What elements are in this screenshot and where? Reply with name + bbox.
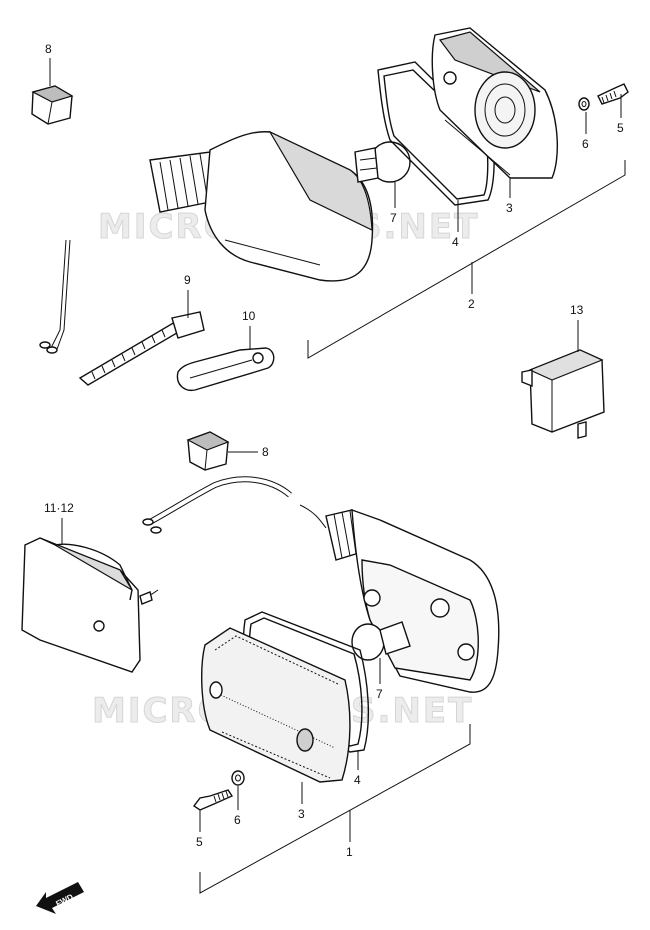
forward-arrow-icon: FWD xyxy=(36,882,84,914)
callout-3-top: 3 xyxy=(506,201,513,215)
callout-1: 1 xyxy=(346,845,353,859)
washer-part-6-bottom xyxy=(231,770,245,786)
callout-4-bottom: 4 xyxy=(354,773,361,787)
screw-part-5-top xyxy=(597,83,629,105)
callout-6-bottom: 6 xyxy=(234,813,241,827)
callout-8-top: 8 xyxy=(45,42,52,56)
callout-13: 13 xyxy=(570,303,584,317)
callout-10: 10 xyxy=(242,309,256,323)
wire-harness-top xyxy=(39,135,151,354)
turn-signal-housing-top xyxy=(149,130,374,282)
screw-part-5-bottom xyxy=(192,789,234,811)
callout-3-bottom: 3 xyxy=(298,807,305,821)
callout-6-top: 6 xyxy=(582,137,589,151)
cable-tie-part-9 xyxy=(78,311,205,386)
nut-part-8-top xyxy=(31,85,74,125)
bulb-part-7-top xyxy=(354,141,411,183)
washer-part-6-top xyxy=(578,97,590,111)
callout-7-bottom: 7 xyxy=(376,687,383,701)
callout-11-12: 11·12 xyxy=(44,501,74,515)
lens-part-3-bottom xyxy=(201,627,351,783)
turn-signal-housing-bottom xyxy=(325,508,500,693)
nut-part-8-bottom xyxy=(186,431,230,471)
leader-lines xyxy=(49,58,626,894)
flasher-relay-part-13 xyxy=(521,349,605,439)
callout-2: 2 xyxy=(468,297,475,311)
callout-4-top: 4 xyxy=(452,235,459,249)
lens-part-3-top xyxy=(431,27,559,179)
bulb-part-7-bottom xyxy=(351,621,411,661)
wire-harness-bottom xyxy=(142,476,327,534)
callout-8-bottom: 8 xyxy=(262,445,269,459)
callout-9: 9 xyxy=(184,273,191,287)
callout-7-top: 7 xyxy=(390,211,397,225)
callout-5-top: 5 xyxy=(617,121,624,135)
flat-lens-part-11-12 xyxy=(21,537,159,673)
callout-5-bottom: 5 xyxy=(196,835,203,849)
bracket-part-10 xyxy=(176,347,275,392)
